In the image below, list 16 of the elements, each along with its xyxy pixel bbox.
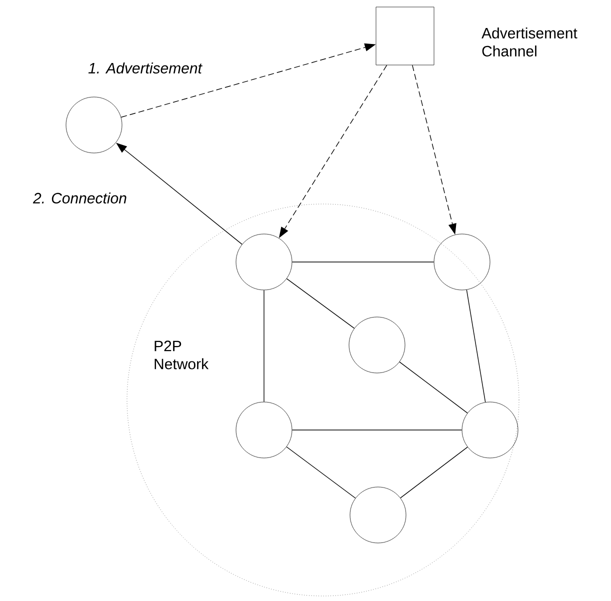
link-line [286, 278, 355, 329]
peer-circle [434, 234, 490, 290]
peer-circle [348, 316, 406, 374]
link-line [286, 446, 356, 498]
link-line [399, 362, 468, 414]
channel-label: Advertisement Channel [482, 27, 578, 56]
peer-circle [236, 234, 292, 290]
peer-circle [66, 96, 122, 154]
peer-circle [350, 486, 406, 544]
peer-circle [462, 402, 518, 458]
link-line [466, 289, 486, 403]
link-line [400, 446, 468, 498]
edge-label: 1. Advertisement [87, 61, 203, 74]
network-label: P2P Network [154, 340, 209, 370]
edge-label: 2. Connection [32, 191, 128, 204]
peer-circle [236, 402, 292, 458]
